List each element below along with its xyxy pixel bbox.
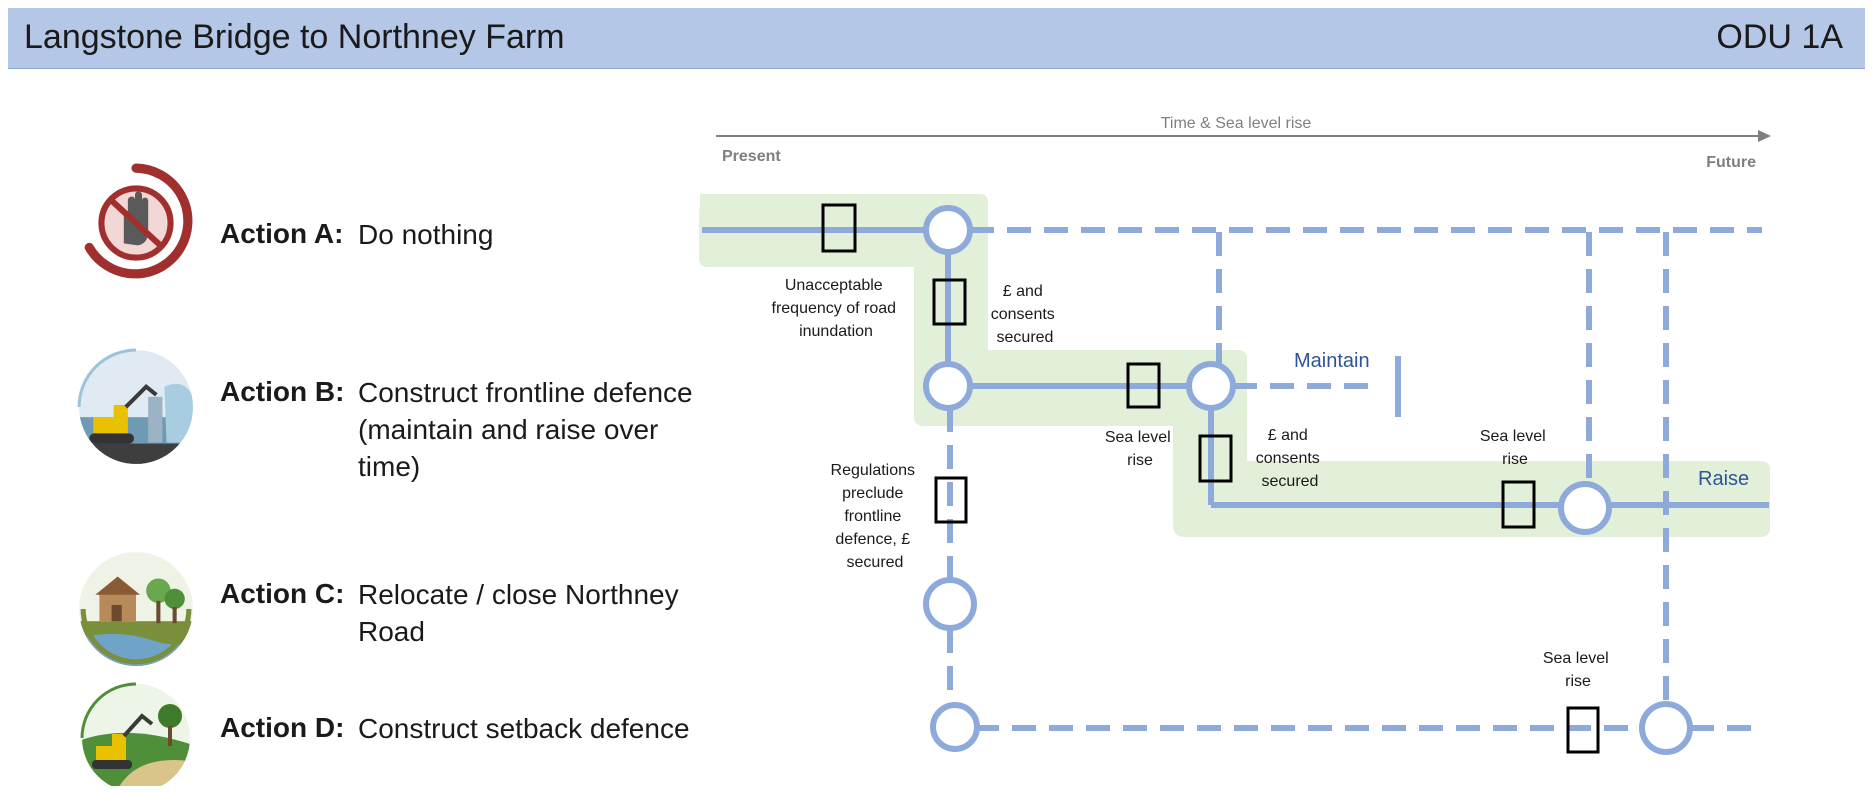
action-b-row: Action B: Construct frontline defence (m… [0, 346, 700, 482]
label-regulations: Regulations preclude frontline defence, … [831, 462, 920, 571]
action-a-description: Do nothing [358, 219, 494, 250]
label-road-inundation-line-2: frequency of road [772, 300, 897, 317]
action-a-separator: : [334, 218, 344, 249]
action-d-label-text: Action D [220, 712, 336, 743]
excavator-seawall-icon [75, 346, 197, 468]
label-consents-1: £ and consents secured [991, 283, 1060, 346]
action-a-label: Action A: [220, 218, 343, 250]
label-sea-level-3-line-1: Sea level [1543, 650, 1609, 667]
node-raise [1558, 481, 1612, 535]
label-consents-2-line-3: secured [1262, 473, 1319, 490]
label-sea-level-1-line-1: Sea level [1105, 429, 1171, 446]
action-b-description: Construct frontline defence (maintain an… [358, 377, 693, 482]
label-sea-level-3: Sea level rise [1543, 650, 1613, 690]
action-c-row: Action C: Relocate / close Northney Road [0, 548, 700, 666]
node-b-end [923, 577, 977, 631]
label-sea-level-2-line-2: rise [1502, 451, 1528, 468]
node-d-end [1639, 701, 1693, 755]
decision-gate-sea-level-3 [1566, 706, 1600, 754]
decision-gate-consents-2 [1198, 434, 1233, 483]
label-consents-1-line-1: £ and [1003, 283, 1043, 300]
label-consents-1-line-2: consents [991, 306, 1055, 323]
action-d-description: Construct setback defence [358, 713, 690, 744]
node-d-start [930, 702, 980, 752]
action-a-row: Action A: Do nothing [0, 160, 700, 279]
excavator-setback-icon [75, 682, 197, 786]
action-d-row: Action D: Construct setback defence [0, 682, 700, 792]
label-consents-2: £ and consents secured [1256, 427, 1325, 490]
label-regulations-line-1: Regulations [831, 462, 916, 479]
decision-gate-consents-1 [932, 278, 967, 326]
action-c-label: Action C: [220, 578, 344, 610]
label-regulations-line-3: frontline [844, 508, 901, 525]
timeline-arrow-head [1758, 130, 1771, 142]
no-hand-icon [75, 160, 197, 282]
node-maintain-end [1186, 361, 1236, 411]
timeline-end-label: Future [1706, 154, 1756, 171]
timeline-start-label: Present [722, 148, 781, 165]
label-sea-level-3-line-2: rise [1565, 673, 1591, 690]
action-a-label-text: Action A [220, 218, 335, 249]
label-regulations-line-4: defence, £ [835, 531, 910, 548]
timeline-label: Time & Sea level rise [1161, 115, 1312, 132]
label-regulations-line-2: preclude [842, 485, 903, 502]
action-d-label: Action D: [220, 712, 344, 744]
action-c-description: Relocate / close Northney Road [358, 579, 679, 647]
label-road-inundation-line-1: Unacceptable [785, 277, 883, 294]
action-c-separator: : [335, 578, 345, 609]
house-relocation-icon [75, 548, 197, 670]
title-bar: Langstone Bridge to Northney Farm ODU 1A [8, 8, 1865, 69]
decision-gate-sea-level-1 [1126, 362, 1161, 409]
label-sea-level-2-line-1: Sea level [1480, 428, 1546, 445]
route-label-maintain: Maintain [1294, 350, 1370, 372]
decision-gate-regulations [934, 476, 968, 524]
label-road-inundation: Unacceptable frequency of road inundatio… [772, 277, 901, 340]
decision-gate-road-inundation [821, 203, 857, 253]
label-regulations-line-5: secured [847, 554, 904, 571]
action-c-label-text: Action C [220, 578, 336, 609]
label-sea-level-1-line-2: rise [1127, 452, 1153, 469]
action-d-separator: : [335, 712, 345, 743]
node-b-start [923, 361, 973, 411]
label-road-inundation-line-3: inundation [799, 323, 873, 340]
action-b-label: Action B: [220, 376, 344, 408]
route-label-raise: Raise [1698, 468, 1749, 490]
page-title: Langstone Bridge to Northney Farm [24, 18, 565, 56]
label-sea-level-1: Sea level rise [1105, 429, 1175, 469]
label-sea-level-2: Sea level rise [1480, 428, 1550, 468]
action-b-separator: : [335, 376, 345, 407]
label-consents-1-line-3: secured [997, 329, 1054, 346]
odu-code: ODU 1A [1716, 18, 1843, 56]
label-consents-2-line-1: £ and [1268, 427, 1308, 444]
action-b-label-text: Action B [220, 376, 336, 407]
decision-gate-sea-level-2 [1501, 480, 1536, 529]
node-a-end [923, 205, 973, 255]
label-consents-2-line-2: consents [1256, 450, 1320, 467]
